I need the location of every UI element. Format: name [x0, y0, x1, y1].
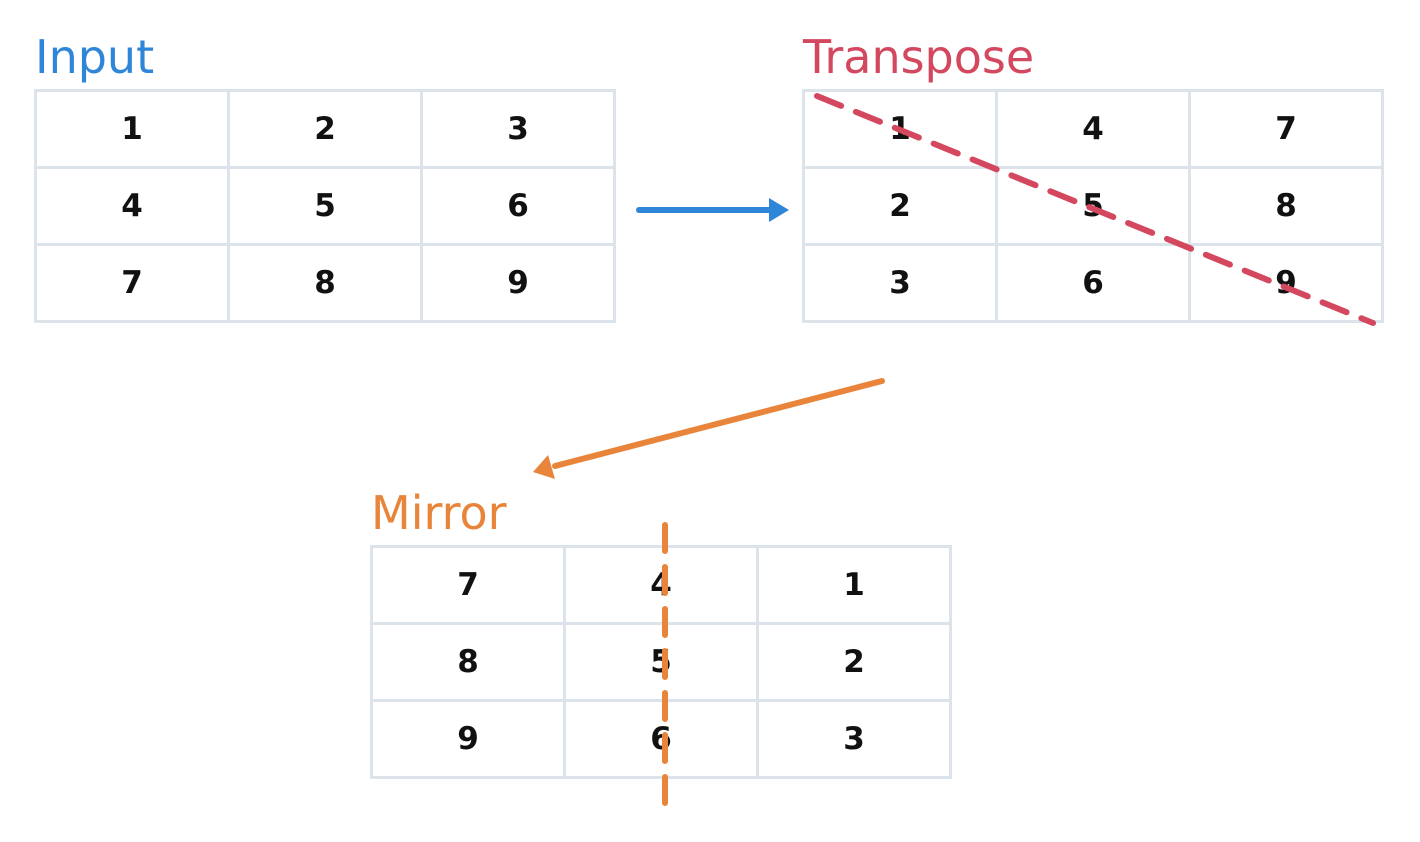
arrow-head	[533, 455, 555, 479]
matrix-cell: 8	[227, 243, 423, 323]
matrix-cell: 3	[802, 243, 998, 323]
input-title: Input	[35, 30, 155, 84]
arrow-transpose-to-mirror	[533, 378, 885, 479]
matrix-cell: 3	[756, 699, 952, 779]
matrix-cell: 1	[34, 89, 230, 169]
matrix-cell: 9	[1188, 243, 1384, 323]
transpose-matrix: 1 4 7 2 5 8 3 6 9	[802, 89, 1384, 323]
matrix-cell: 4	[995, 89, 1191, 169]
matrix-cell: 7	[370, 545, 566, 625]
matrix-row: 3 6 9	[802, 243, 1384, 323]
matrix-cell: 8	[1188, 166, 1384, 246]
matrix-cell: 7	[34, 243, 230, 323]
matrix-cell: 3	[420, 89, 616, 169]
matrix-row: 8 5 2	[370, 622, 952, 702]
matrix-cell: 6	[995, 243, 1191, 323]
matrix-cell: 2	[756, 622, 952, 702]
matrix-row: 4 5 6	[34, 166, 616, 246]
matrix-cell: 1	[802, 89, 998, 169]
arrow-shaft	[552, 378, 885, 469]
mirror-title: Mirror	[371, 486, 507, 540]
transpose-title: Transpose	[803, 30, 1035, 84]
matrix-cell: 6	[420, 166, 616, 246]
matrix-row: 9 6 3	[370, 699, 952, 779]
matrix-cell: 4	[563, 545, 759, 625]
matrix-cell: 9	[420, 243, 616, 323]
matrix-cell: 5	[995, 166, 1191, 246]
input-matrix: 1 2 3 4 5 6 7 8 9	[34, 89, 616, 323]
matrix-row: 1 2 3	[34, 89, 616, 169]
mirror-matrix: 7 4 1 8 5 2 9 6 3	[370, 545, 952, 779]
arrow-input-to-transpose	[636, 198, 789, 222]
matrix-row: 1 4 7	[802, 89, 1384, 169]
matrix-cell: 6	[563, 699, 759, 779]
matrix-cell: 4	[34, 166, 230, 246]
matrix-cell: 2	[227, 89, 423, 169]
matrix-row: 2 5 8	[802, 166, 1384, 246]
matrix-row: 7 8 9	[34, 243, 616, 323]
matrix-row: 7 4 1	[370, 545, 952, 625]
matrix-cell: 5	[227, 166, 423, 246]
matrix-cell: 9	[370, 699, 566, 779]
matrix-cell: 7	[1188, 89, 1384, 169]
arrow-head	[769, 198, 789, 222]
matrix-cell: 5	[563, 622, 759, 702]
matrix-cell: 1	[756, 545, 952, 625]
matrix-cell: 2	[802, 166, 998, 246]
matrix-cell: 8	[370, 622, 566, 702]
